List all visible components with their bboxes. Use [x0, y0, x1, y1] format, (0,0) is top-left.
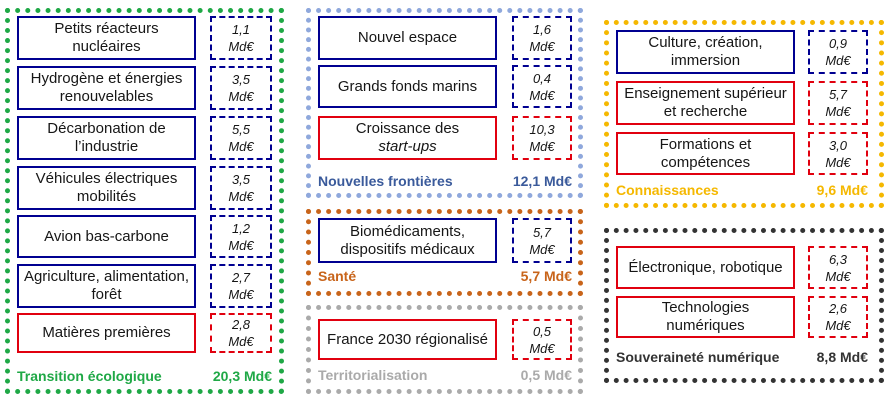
group-name: Transition écologique [17, 368, 162, 384]
item-box: Nouvel espace [318, 16, 497, 60]
item-value: 1,6 Md€ [512, 16, 572, 60]
item-box: Avion bas-carbone [17, 215, 196, 258]
item-label: Grands fonds marins [337, 77, 478, 95]
group-name: Territorialisation [318, 367, 428, 383]
item-box: Enseignement supérieur et recherche [616, 81, 795, 125]
group-name: Santé [318, 268, 357, 284]
item-value: 2,6 Md€ [808, 296, 868, 338]
item-label: Hydrogène et énergies renouvelables [30, 70, 183, 105]
group-sante [306, 209, 583, 296]
item-value: 3,5 Md€ [210, 166, 272, 210]
item-box: Biomédicaments, dispositifs médicaux [318, 218, 497, 263]
item-value: 3,0 Md€ [808, 132, 868, 175]
item-label: Nouvel espace [357, 29, 458, 46]
item-box: Véhicules électriques mobilités [17, 166, 196, 210]
item-label: Électronique, robotique [628, 258, 783, 276]
group-total: 20,3 Md€ [212, 368, 272, 384]
group-transition-ecologique [5, 8, 284, 394]
group-souverainete-numerique [604, 228, 884, 383]
item-box: Matières premières [17, 313, 196, 353]
group-nouvelles-frontieres [306, 8, 583, 198]
item-box: France 2030 régionalisé [318, 319, 497, 360]
group-name: Souveraineté numérique [616, 349, 780, 365]
item-box: Hydrogène et énergies renouvelables [17, 66, 196, 110]
item-box: Petits réacteurs nucléaires [17, 16, 196, 60]
item-label: Enseignement supérieur et recherche [624, 85, 787, 120]
item-value: 5,7 Md€ [512, 218, 572, 263]
item-value: 0,5 Md€ [512, 319, 572, 360]
item-label: Matières premières [42, 324, 171, 341]
item-label: France 2030 régionalisé [327, 330, 488, 348]
item-box: Formations et compétences [616, 132, 795, 175]
group-total: 5,7 Md€ [520, 268, 572, 284]
group-name: Connaissances [616, 182, 719, 198]
item-box: Technologies numériques [616, 296, 795, 338]
item-value: 6,3 Md€ [808, 246, 868, 289]
group-connaissances [604, 20, 884, 208]
item-value: 10,3 Md€ [512, 116, 572, 160]
item-label: Décarbonation de l’industrie [47, 120, 166, 155]
item-label: Véhicules électriques mobilités [35, 170, 178, 205]
item-value: 0,4 Md€ [512, 65, 572, 108]
group-total: 12,1 Md€ [512, 173, 572, 189]
item-value: 0,9 Md€ [808, 30, 868, 74]
item-label: Avion bas-carbone [44, 227, 169, 245]
item-box: Électronique, robotique [616, 246, 795, 289]
item-label: Technologies numériques [661, 299, 750, 334]
item-value: 1,1 Md€ [210, 16, 272, 60]
item-label: Petits réacteurs nucléaires [54, 20, 159, 55]
item-box: Décarbonation de l’industrie [17, 116, 196, 160]
item-value: 5,5 Md€ [210, 116, 272, 160]
group-total: 8,8 Md€ [816, 349, 868, 365]
group-territorialisation [306, 305, 583, 394]
group-name: Nouvelles frontières [318, 173, 453, 189]
group-total: 0,5 Md€ [520, 367, 572, 383]
item-label: Agriculture, alimentation, forêt [23, 268, 190, 303]
item-value: 2,7 Md€ [210, 264, 272, 308]
item-label: Biomédicaments, dispositifs médicaux [340, 222, 475, 258]
item-box: Grands fonds marins [318, 65, 497, 108]
group-total: 9,6 Md€ [816, 182, 868, 198]
item-box: Agriculture, alimentation, forêt [17, 264, 196, 308]
item-box: Culture, création, immersion [616, 30, 795, 74]
item-value: 3,5 Md€ [210, 66, 272, 110]
item-value: 5,7 Md€ [808, 81, 868, 125]
item-value: 2,8 Md€ [210, 313, 272, 353]
item-label: Culture, création, immersion [648, 34, 763, 69]
item-label: Formations et compétences [659, 135, 752, 171]
item-value: 1,2 Md€ [210, 215, 272, 258]
